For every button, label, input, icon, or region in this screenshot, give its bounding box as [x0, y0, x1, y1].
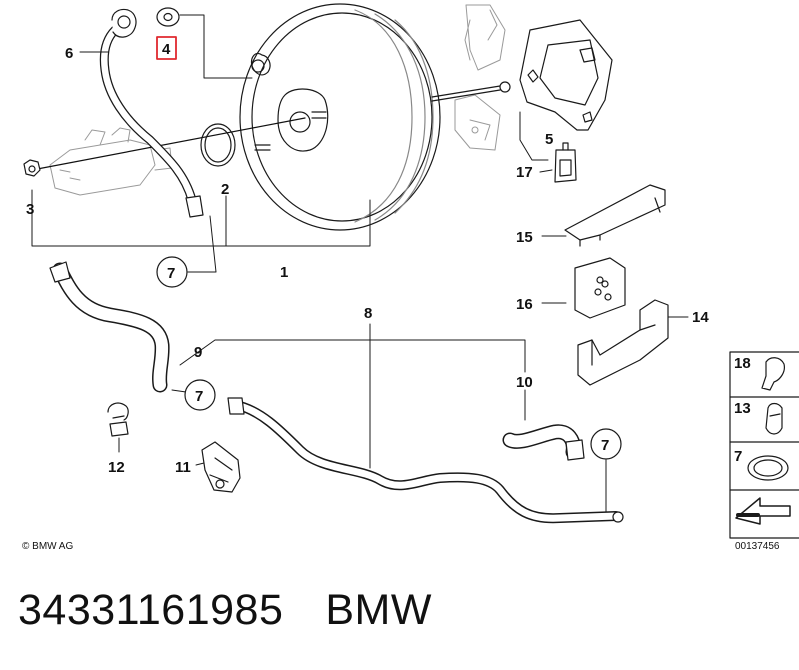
stud-rod	[31, 117, 306, 171]
copyright-text: © BMW AG	[22, 541, 74, 552]
cover-15	[564, 184, 666, 247]
callout-label-6: 6	[65, 45, 73, 62]
callout-label-3: 3	[26, 201, 34, 218]
callout-label-5: 5	[545, 131, 553, 148]
pedal-bracket	[454, 4, 506, 151]
hose-left	[49, 261, 170, 393]
callout-label-2: 2	[221, 181, 229, 198]
callout-label-7c: 7	[601, 437, 609, 454]
o-ring-2	[200, 123, 236, 167]
vacuum-hose-6	[99, 8, 204, 218]
legend-box	[729, 351, 799, 539]
callout-circle-7c	[590, 428, 622, 460]
part-caption: 34331161985 BMW	[18, 586, 432, 635]
brake-booster	[239, 3, 511, 231]
callout-label-4: 4	[162, 41, 171, 58]
callout-circle-7a	[156, 256, 188, 288]
callout-label-7a: 7	[167, 265, 175, 282]
callout-label-7b: 7	[195, 388, 203, 405]
highlight-box	[156, 36, 177, 60]
washer-4	[156, 7, 180, 27]
callout-circle-7b	[184, 379, 216, 411]
callout-label-8: 8	[364, 305, 372, 322]
brand-name: BMW	[325, 586, 432, 634]
callout-label-12: 12	[108, 459, 125, 476]
bracket-14	[577, 299, 669, 386]
legend-label-13: 13	[734, 400, 751, 417]
callout-label-14: 14	[692, 309, 709, 326]
callout-label-16: 16	[516, 296, 533, 313]
gasket	[519, 19, 613, 131]
callout-label-1: 1	[280, 264, 288, 281]
clip-12	[107, 402, 129, 437]
callout-label-15: 15	[516, 229, 533, 246]
part-number: 34331161985	[18, 586, 284, 634]
grommet-16	[574, 257, 626, 319]
callout-label-10: 10	[516, 374, 533, 391]
legend-label-7: 7	[734, 448, 742, 465]
vacuum-line-8	[227, 397, 624, 524]
nut-3	[23, 159, 41, 177]
diagram-number: 00137456	[735, 541, 780, 552]
callout-label-11: 11	[175, 459, 191, 476]
parts-diagram: 1 2 3 4 5 6 7 7 7 8 9 10 11 12 14 15 16 …	[23, 3, 799, 539]
clamp-11	[201, 441, 241, 493]
callout-label-17: 17	[516, 164, 533, 181]
leader-lines	[31, 14, 689, 516]
legend-label-18: 18	[734, 355, 751, 372]
clip-17	[554, 142, 577, 183]
callout-label-9: 9	[194, 344, 202, 361]
hose-10	[502, 424, 585, 461]
